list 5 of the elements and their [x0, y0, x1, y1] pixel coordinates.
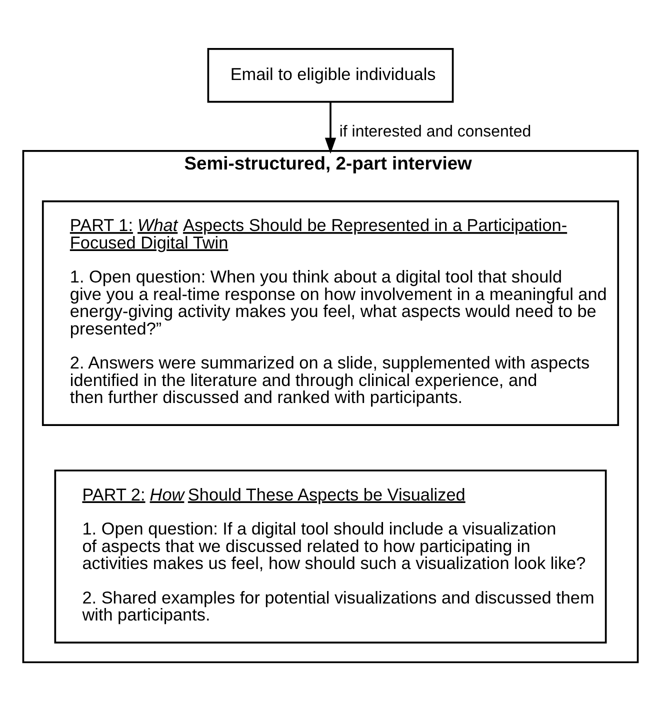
node-box: Email to eligible individuals — [207, 48, 454, 103]
arrow — [324, 102, 336, 154]
node-box: PART 1: What Aspects Should be Represented in a Participation-Focused Digital Twin 1. Open question: When you think about a digital tool that should give you a real-time response on how involvement in a meaningful and energy-giving activity makes you feel, what aspects would need to be presented?” 2. Answers were summarized on a slide, supplemented with aspects identified in the literature and through clinical experience, and then further discussed and ranked with participants. — [42, 200, 620, 426]
node-box: PART 2: How Should These Aspects be Visualized 1. Open question: If a digital tool should include a visualization of aspects that we discussed related to how participating in activities makes us feel, how should such a visualization look like? 2. Shared examples for potential visualizations and discussed them with participants. — [54, 470, 607, 644]
edge-label: if interested and consented — [339, 124, 532, 141]
